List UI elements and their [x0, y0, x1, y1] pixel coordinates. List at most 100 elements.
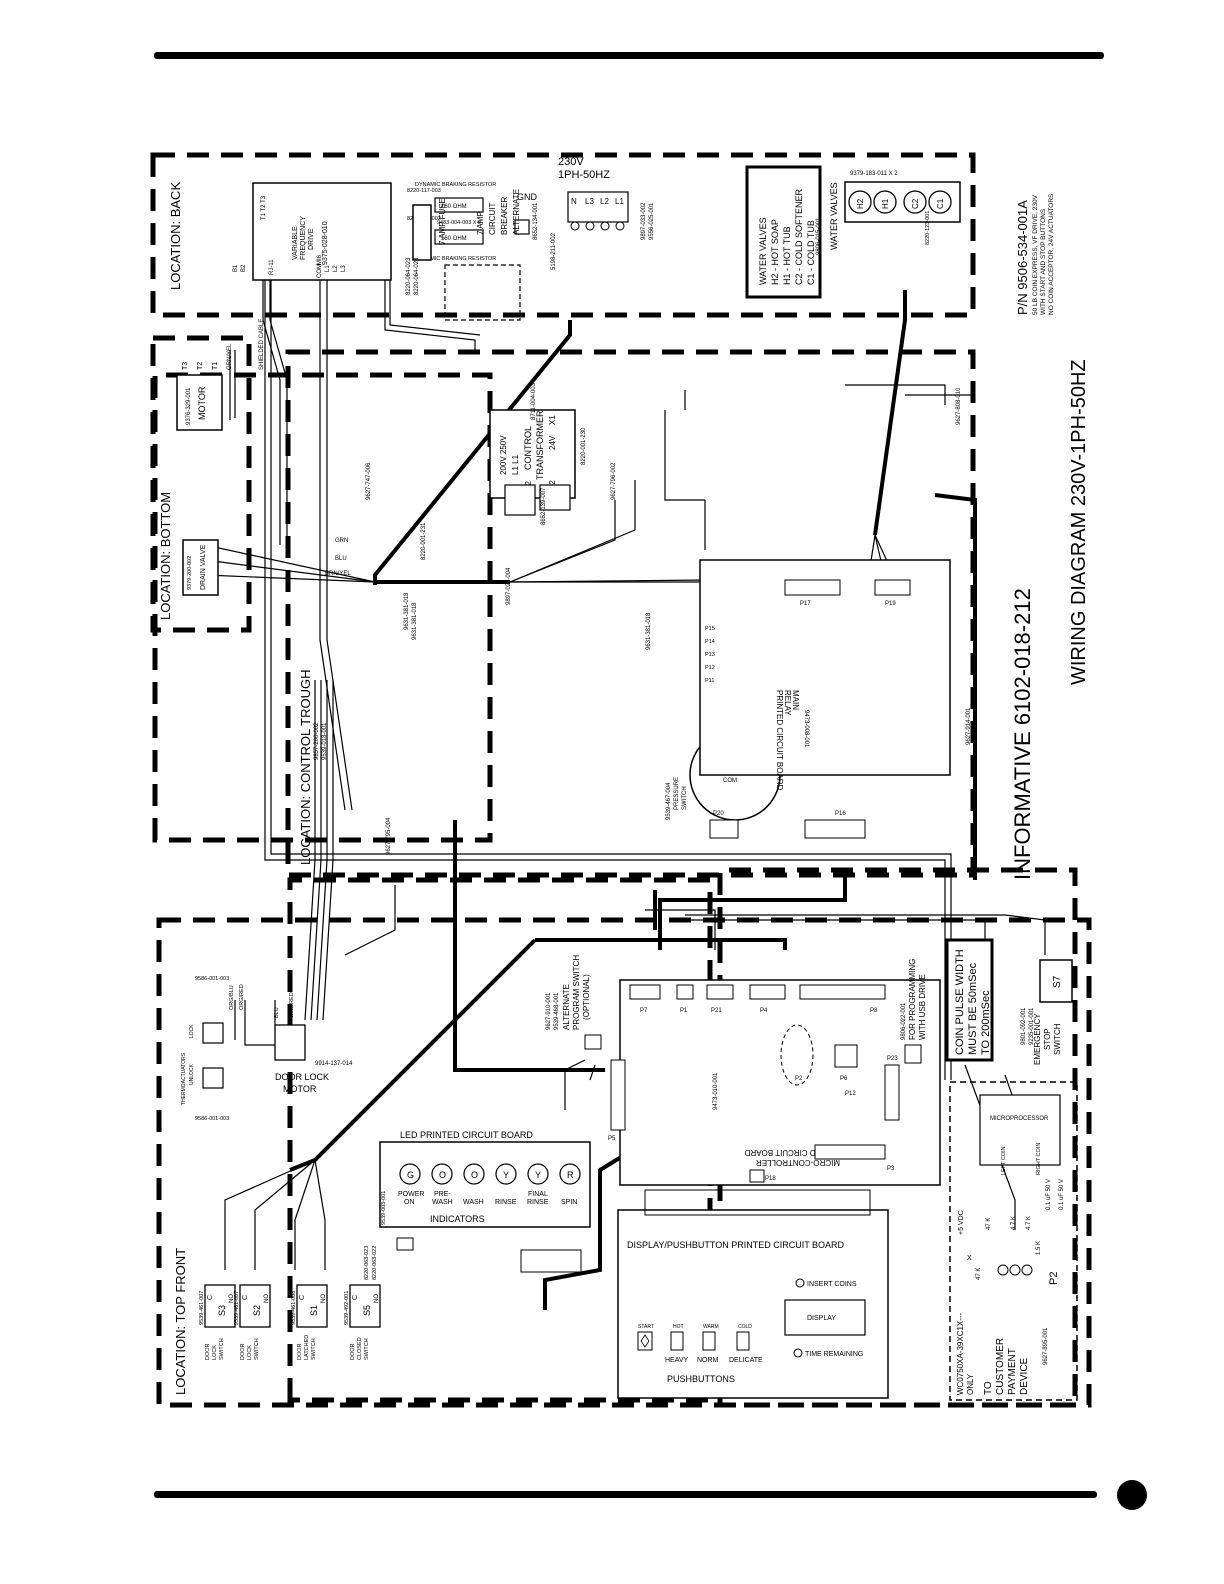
switch-s1-box	[296, 1284, 328, 1328]
pushbutton-hot[interactable]: HOT HEAVY	[665, 1324, 689, 1364]
wiring-overlay: LOCATION: BACK VARIABLE FREQUENCY DRIVE …	[150, 152, 1092, 1408]
micro-p18-label: P18	[765, 1176, 776, 1182]
terminal-l3	[585, 221, 595, 231]
thermoactuator-unlock[interactable]	[202, 1067, 224, 1089]
main-relay-board[interactable]	[699, 559, 951, 776]
relay-connector-1[interactable]	[504, 484, 536, 516]
micro-p6[interactable]	[834, 1044, 858, 1068]
vfd-box[interactable]	[252, 182, 392, 281]
valve-c1[interactable]	[928, 190, 952, 214]
relay-p19[interactable]	[874, 579, 911, 596]
thermoactuator-lock[interactable]	[202, 1022, 224, 1044]
micro-p8[interactable]	[799, 984, 886, 1000]
shielded-cable-label: SHIELDED CABLE	[259, 319, 265, 370]
switch-s2[interactable]: S2 C NO 9539-461-007 DOOR LOCK SWITCH	[234, 1284, 271, 1360]
led-final-rinse-label-2: RINSE	[527, 1199, 549, 1206]
harness-808: 9627-808-010	[956, 387, 962, 425]
valve-label-h2: H2	[856, 198, 865, 209]
door-lock-motor[interactable]	[274, 1024, 306, 1061]
trough-part-1: 9857-200-002	[314, 722, 320, 760]
micro-p1[interactable]	[676, 984, 694, 1000]
switch-s5-label-1: DOOR	[350, 1343, 356, 1360]
terminal-block[interactable]: N L3 L2 L1	[567, 191, 629, 231]
door-lock-motor-label-2: MOTOR	[283, 1084, 317, 1094]
gnd-terminal[interactable]	[514, 219, 530, 235]
payment-x: X	[967, 1255, 972, 1262]
pressure-switch-label-1: PRESSURE	[674, 777, 680, 810]
door-wire-1: ORG/BLU	[229, 985, 235, 1010]
payment-terminal-1[interactable]	[997, 1264, 1009, 1276]
led-board[interactable]	[379, 1141, 591, 1228]
switch-s1-label-3: SWITCH	[311, 1338, 317, 1360]
relay-p12-label: P12	[705, 665, 715, 671]
pushbutton-warm[interactable]: WARM NORM	[697, 1324, 719, 1364]
switch-s5-part: 9539-492-001	[344, 1291, 350, 1325]
pushbutton-start[interactable]: START	[637, 1324, 654, 1351]
payment-note-1: WC0750XA-39XC1X---	[956, 1312, 965, 1395]
relay-p16[interactable]	[804, 819, 866, 839]
micro-p18[interactable]	[749, 1169, 765, 1183]
estop-id: S7	[1052, 975, 1063, 988]
led-final-rinse-label-1: FINAL	[528, 1191, 548, 1198]
micro-p7[interactable]	[629, 984, 661, 1000]
thin-wire-bundle-36	[294, 1159, 316, 1270]
relay-p17[interactable]	[784, 579, 841, 596]
estop-part-1: 9801-092-001	[1021, 1007, 1027, 1045]
payment-part: 9627-895-001	[1043, 1327, 1049, 1365]
emergency-stop-switch[interactable]	[1039, 959, 1073, 1003]
bottom-location: LOCATION: BOTTOM MOTOR 9376-329-001 T3 T…	[158, 343, 351, 620]
program-switch-part-2: 9539-468-001	[554, 992, 560, 1030]
pushbutton-cold[interactable]: COLD DELICATE	[729, 1324, 763, 1364]
thin-wire-bundle-32	[564, 1059, 586, 1110]
micro-p2-optional[interactable]	[780, 1024, 814, 1086]
valve-h2[interactable]	[848, 190, 872, 214]
led-wash-letter: O	[471, 1170, 478, 1180]
micro-p3[interactable]	[814, 1144, 886, 1160]
pushbutton-cold-bottom: DELICATE	[729, 1357, 763, 1364]
relay-p17-label: P17	[800, 601, 811, 607]
led-board-connector[interactable]	[396, 1237, 414, 1251]
micro-p21[interactable]	[706, 984, 734, 1000]
ribbon-connector[interactable]	[520, 1249, 582, 1273]
usb-connector[interactable]	[904, 1044, 922, 1064]
transformer-box[interactable]	[489, 409, 576, 499]
led-rinse-label-1: RINSE	[495, 1199, 517, 1206]
micro-p4[interactable]	[749, 984, 786, 1000]
main-wire-2	[873, 290, 907, 536]
drain-valve-box[interactable]	[182, 539, 219, 596]
switch-s5[interactable]: S5 C NO 9539-492-001 DOOR CLOSED SWITCH	[344, 1284, 381, 1360]
valve-c2[interactable]	[903, 190, 927, 214]
braking-resistor-2[interactable]	[434, 229, 484, 245]
led-final-rinse-dot	[527, 1163, 549, 1185]
door-wire-4: WHT/RED	[289, 992, 295, 1018]
micro-p23[interactable]	[884, 1064, 900, 1121]
thermo-part-1: 9586-001-003	[195, 976, 229, 982]
shielded-cable-line-1	[264, 270, 946, 1080]
estop-part-2: 9235-001-001	[1029, 1007, 1035, 1045]
trough-location: LOCATION: CONTROL TROUGH 9857-200-002 95…	[259, 189, 972, 865]
relay-p20[interactable]	[709, 819, 739, 839]
switch-s1-no: NO	[321, 1294, 327, 1303]
drain-wire-blu: BLU	[335, 556, 347, 562]
motor-box[interactable]	[176, 374, 223, 431]
program-switch[interactable]	[584, 1034, 602, 1050]
payment-terminal-2[interactable]	[1009, 1264, 1021, 1276]
vfd-com: COM	[317, 264, 323, 278]
valve-h1[interactable]	[873, 190, 897, 214]
switch-s3[interactable]: S3 C NO 9539-461-007 DOOR LOCK SWITCH	[199, 1284, 236, 1360]
harness-064b: 8220-064-023	[414, 257, 420, 295]
micro-p5[interactable]	[610, 1059, 626, 1131]
payment-terminal-3[interactable]	[1021, 1264, 1033, 1276]
relay-connector-2[interactable]	[539, 484, 571, 511]
thin-wire-bundle-37	[314, 1159, 326, 1270]
breaker-box[interactable]	[444, 264, 521, 321]
payment-region-border	[949, 1081, 1078, 1401]
braking-resistor-1[interactable]	[434, 197, 484, 213]
switch-s1[interactable]: S1 C NO 9539-461-008 DOOR LATCHED SWITCH	[291, 1284, 328, 1360]
switch-wire-part-2: 8220-063-022	[372, 1246, 378, 1280]
estop-label-1: EMERGENCY	[1033, 1013, 1042, 1065]
motor-part: 9376-329-001	[186, 387, 192, 425]
fuse-holder[interactable]	[412, 204, 432, 261]
switch-s1-label-2: LATCHED	[304, 1335, 310, 1360]
switch-s3-label-3: SWITCH	[219, 1338, 225, 1360]
